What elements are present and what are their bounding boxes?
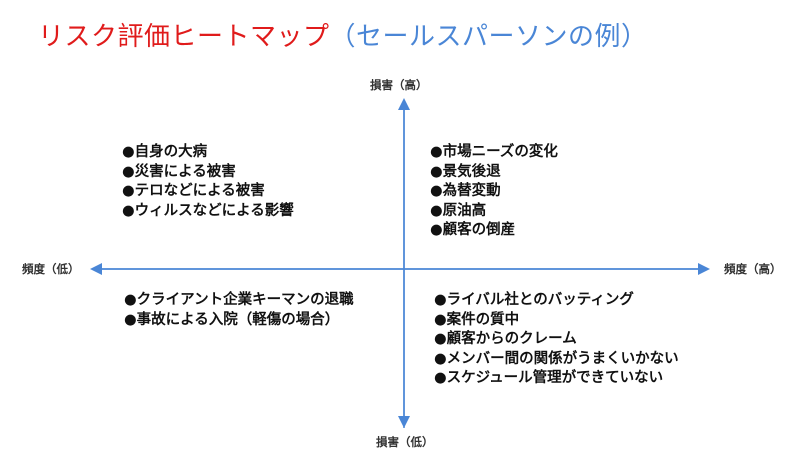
quadrant-top-left: ●自身の大病 ●災害による被害 ●テロなどによる被害 ●ウィルスなどによる影響 [122,143,294,221]
quadrant-bottom-right: ●ライバル社とのバッティング ●案件の質中 ●顧客からのクレーム ●メンバー間の… [434,291,684,389]
axis-label-frequency-low: 頻度（低） [22,262,80,276]
list-item: ●事故による入院（軽傷の場合） [124,311,340,328]
list-item: ●テロなどによる被害 [122,183,265,199]
title-sub: （セールスパーソンの例） [329,22,648,52]
list-item: ●メンバー間の関係がうまくいかない [434,350,679,367]
list-item: ●市場ニーズの変化 [430,144,558,160]
page-title: リスク評価ヒートマップ（セールスパーソンの例） [38,16,648,53]
axis-label-frequency-high: 頻度（高） [724,262,782,276]
title-main: リスク評価ヒートマップ [38,22,330,52]
list-item: ●クライアント企業キーマンの退職 [124,292,354,308]
list-item: ●案件の質中 [434,311,520,328]
list-item: ●為替変動 [430,183,501,199]
list-item: ●ライバル社とのバッティング [434,292,634,308]
quadrant-top-right: ●市場ニーズの変化 ●景気後退 ●為替変動 ●原油高 ●顧客の倒産 [430,143,558,241]
list-item: ●スケジュール管理ができていない [434,370,664,386]
list-item: ●ウィルスなどによる影響 [122,202,294,219]
axis-label-damage-high: 損害（高） [370,78,428,92]
list-item: ●顧客からのクレーム [434,331,577,347]
list-item: ●原油高 [430,202,487,219]
list-item: ●景気後退 [430,163,501,180]
axis-label-damage-low: 損害（低） [376,435,434,449]
list-item: ●災害による被害 [122,163,236,180]
list-item: ●自身の大病 [122,144,208,160]
quadrant-bottom-left: ●クライアント企業キーマンの退職 ●事故による入院（軽傷の場合） [124,291,354,330]
list-item: ●顧客の倒産 [430,222,516,238]
